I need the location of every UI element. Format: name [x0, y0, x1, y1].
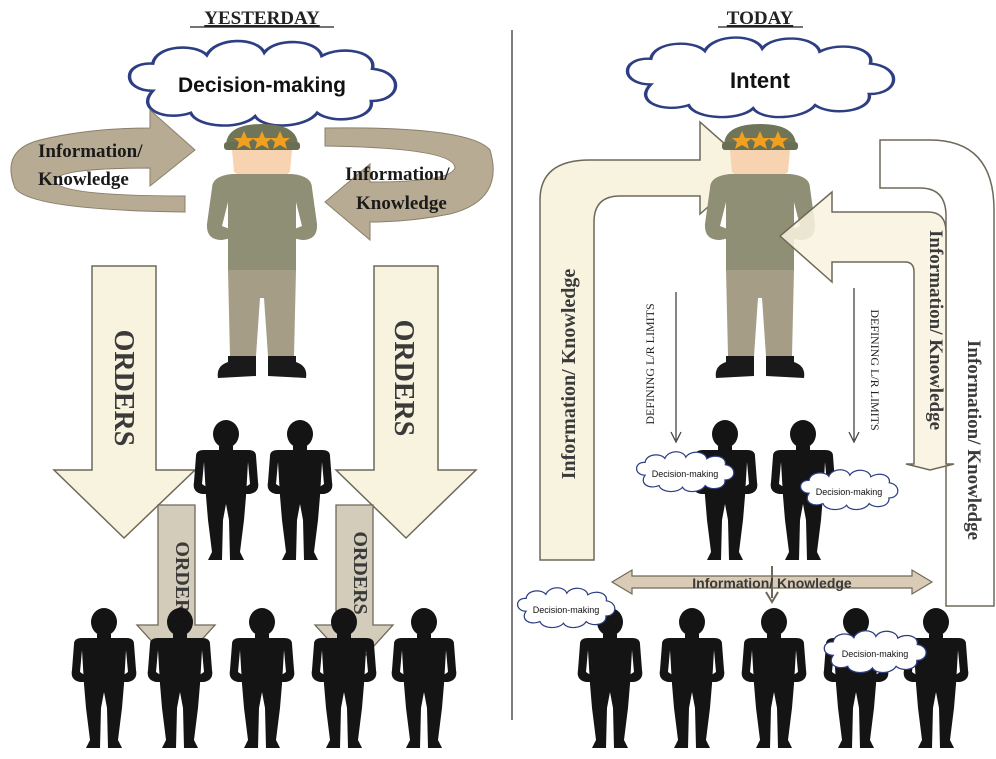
subordinate-cloud-label: Decision-making	[842, 649, 909, 659]
commander-icon	[206, 124, 318, 378]
soldier-silhouette-icon	[267, 420, 333, 560]
subordinate-cloud-label: Decision-making	[816, 487, 883, 497]
limits-left-label: DEFINING L/R LIMITS	[643, 303, 657, 424]
orders-arrow-right	[334, 265, 478, 540]
info-arrow-outer-right	[879, 139, 995, 607]
info-arrow-horizontal-label: Information/ Knowledge	[692, 575, 852, 591]
today-heading: TODAY	[727, 8, 794, 29]
subordinate-cloud-label: Decision-making	[533, 605, 600, 615]
soldier-silhouette-icon	[577, 608, 643, 748]
soldier-silhouette-icon	[193, 420, 259, 560]
subordinate-cloud-label: Decision-making	[652, 469, 719, 479]
soldier-silhouette-icon	[692, 420, 758, 560]
soldier-silhouette-icon	[71, 608, 137, 748]
info-arrow-right-bent	[778, 190, 955, 471]
circular-arrow-left-label: Information/ Knowledge	[38, 141, 147, 190]
orders-arrow-right-label: ORDERS	[388, 320, 419, 437]
soldier-silhouette-icon	[823, 608, 889, 748]
intent-cloud-label: Intent	[730, 68, 791, 93]
orders-arrow-left	[52, 265, 197, 540]
decision-making-cloud-label: Decision-making	[178, 74, 346, 97]
circular-arrow-left	[10, 108, 196, 213]
info-arrow-right-label: Information/ Knowledge	[925, 230, 946, 430]
orders-small-arrow-left-label: ORDERS	[171, 541, 193, 624]
info-arrow-left-label: Information/ Knowledge	[558, 269, 580, 480]
today-panel: TODAY Intent Information/ Knowledge Info…	[516, 8, 995, 748]
info-arrow-outer-right-label: Information/ Knowledge	[963, 340, 984, 540]
soldier-silhouette-icon	[391, 608, 457, 748]
soldier-silhouette-icon	[903, 608, 969, 748]
soldier-silhouette-icon	[659, 608, 725, 748]
soldier-silhouette-icon	[229, 608, 295, 748]
circular-arrow-right-label: Information/ Knowledge	[345, 164, 454, 214]
limits-right-label: DEFINING L/R LIMITS	[868, 309, 882, 430]
orders-small-arrow-right-label: ORDERS	[349, 531, 371, 614]
soldier-silhouette-icon	[741, 608, 807, 748]
circular-arrow-right	[324, 127, 494, 242]
yesterday-heading: YESTERDAY	[204, 8, 320, 29]
orders-arrow-left-label: ORDERS	[108, 330, 139, 447]
yesterday-panel: YESTERDAY Decision-making Information/ K…	[10, 8, 494, 748]
